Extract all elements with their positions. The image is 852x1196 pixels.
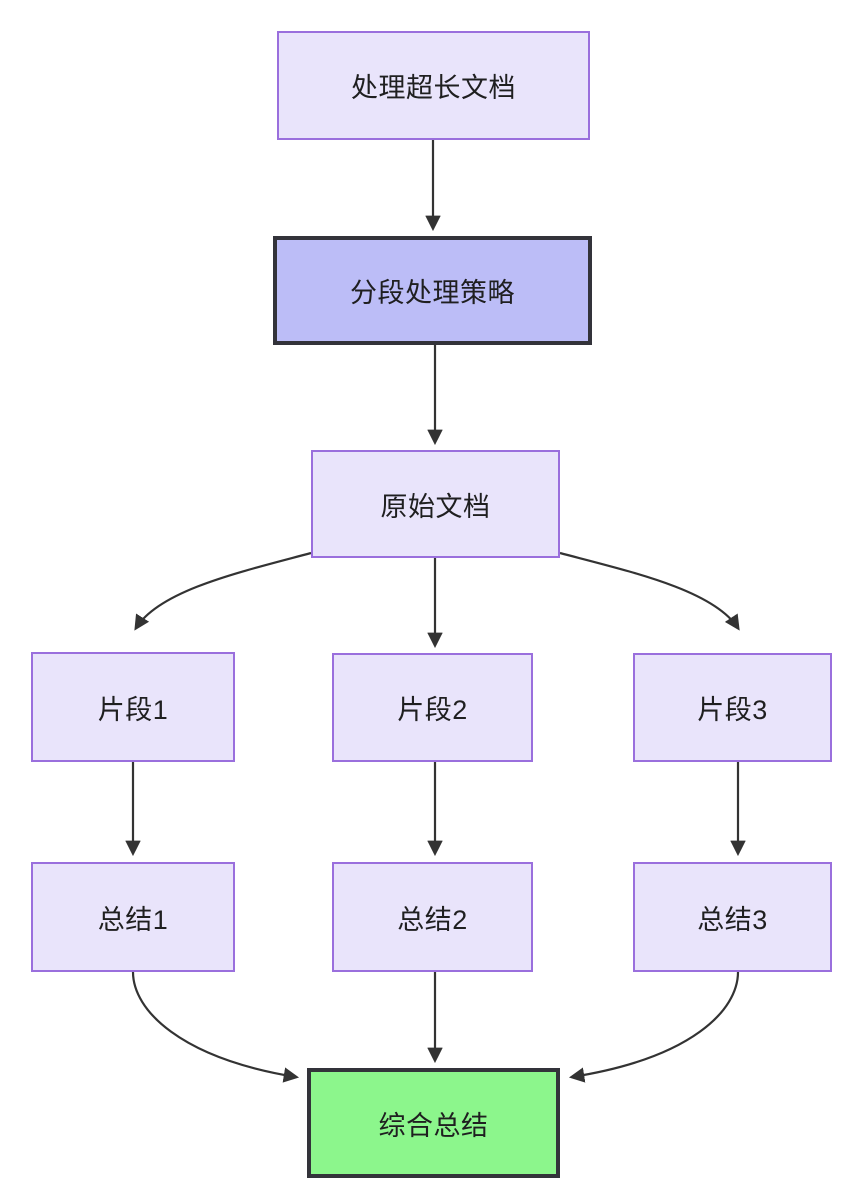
- node-label: 总结3: [697, 904, 768, 935]
- node-label: 原始文档: [380, 491, 491, 522]
- node-label: 片段3: [697, 695, 768, 725]
- edge-source-to-frag1: [134, 551, 312, 631]
- node-combined-summary[interactable]: 综合总结: [307, 1068, 560, 1178]
- node-fragment-2[interactable]: 片段2: [332, 653, 533, 762]
- node-summary-1[interactable]: 总结1: [31, 862, 235, 972]
- node-summary-2[interactable]: 总结2: [332, 862, 533, 972]
- node-process-long-document[interactable]: 处理超长文档: [277, 31, 590, 140]
- node-fragment-1[interactable]: 片段1: [31, 652, 235, 762]
- node-chunking-strategy[interactable]: 分段处理策略: [273, 236, 592, 345]
- edge-source-to-frag3: [559, 551, 740, 631]
- edge-sum3-to-final: [568, 971, 740, 1083]
- node-label: 片段1: [97, 694, 169, 725]
- node-source-document[interactable]: 原始文档: [311, 450, 560, 558]
- node-summary-3[interactable]: 总结3: [633, 862, 832, 972]
- node-label: 总结2: [397, 904, 468, 935]
- node-label: 分段处理策略: [350, 278, 515, 308]
- edge-sum1-to-final: [131, 971, 300, 1083]
- node-label: 总结1: [97, 904, 169, 935]
- node-label: 综合总结: [378, 1110, 489, 1141]
- node-label: 片段2: [397, 695, 468, 725]
- node-fragment-3[interactable]: 片段3: [633, 653, 832, 762]
- node-label: 处理超长文档: [351, 73, 516, 103]
